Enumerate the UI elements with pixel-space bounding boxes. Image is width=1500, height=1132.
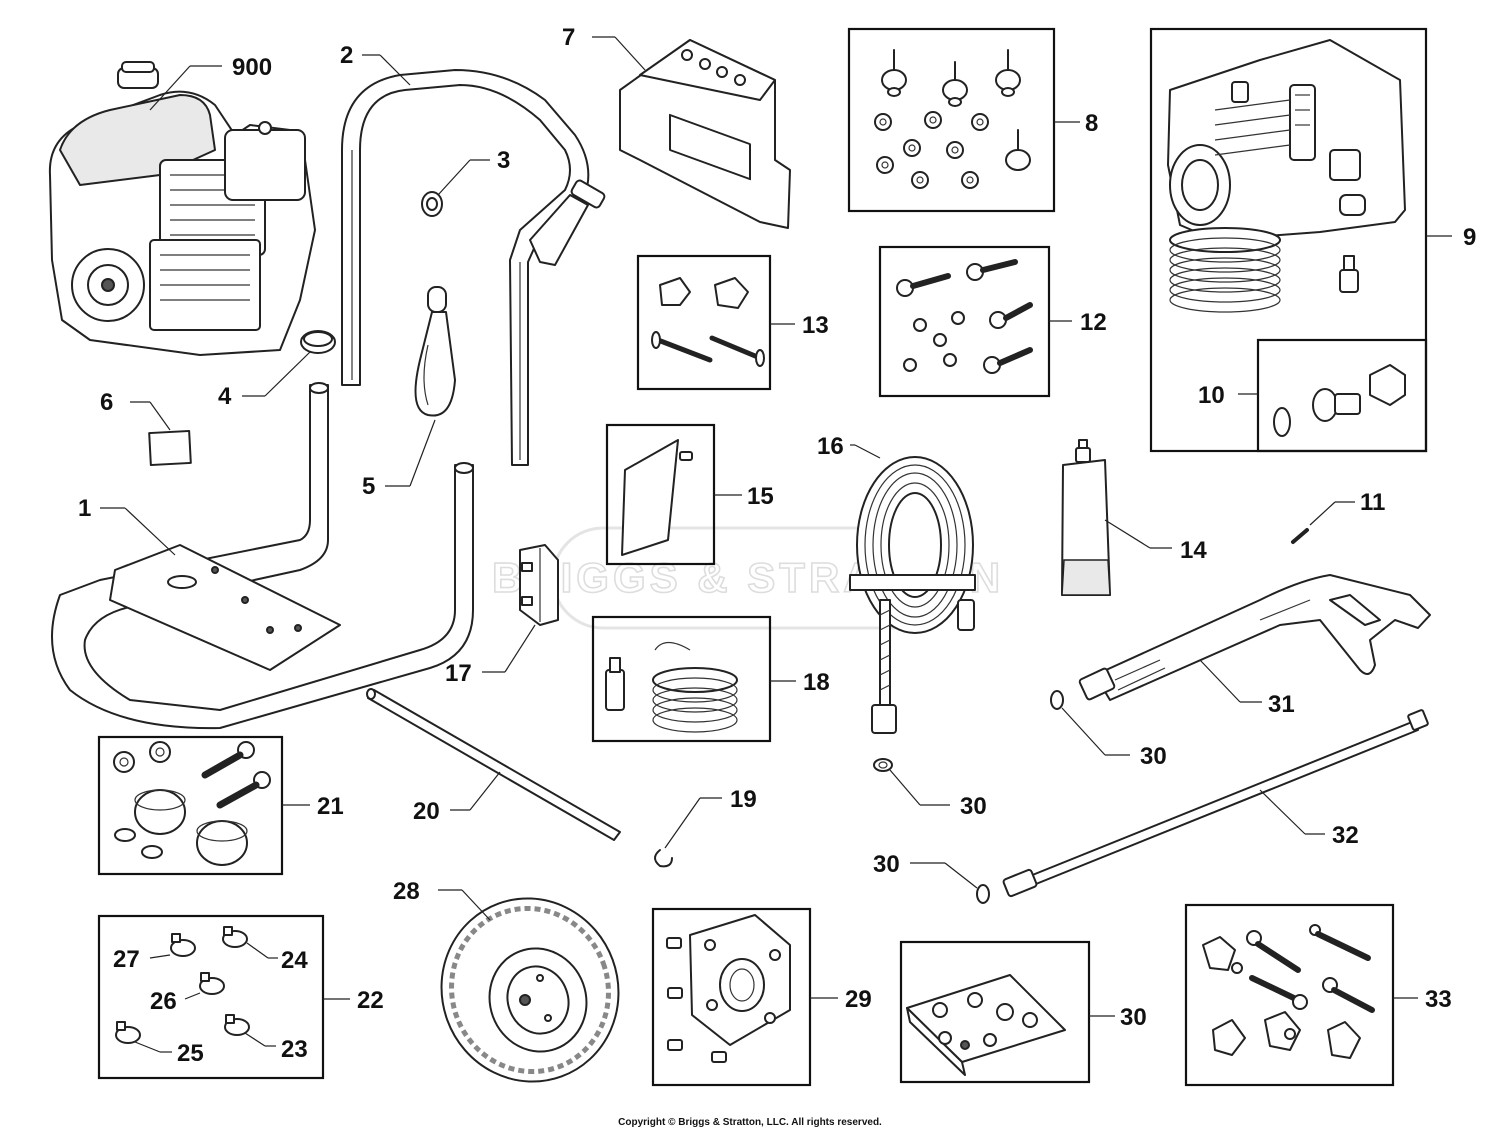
callout-14: 14: [1180, 537, 1207, 564]
knob-kit-13[interactable]: [651, 277, 765, 367]
callout-13: 13: [802, 312, 829, 339]
callout-17: 17: [445, 660, 472, 687]
callout-30-gun: 30: [1140, 743, 1167, 770]
bracket-17[interactable]: [519, 544, 559, 626]
callout-30-hose: 30: [960, 793, 987, 820]
callout-5: 5: [362, 473, 375, 500]
callout-7: 7: [562, 24, 575, 51]
kit-box-29: [651, 907, 812, 1087]
copyright-notice: Copyright © Briggs & Stratton, LLC. All …: [618, 1117, 882, 1128]
hose-kit-18[interactable]: [605, 641, 738, 733]
handle-2[interactable]: [341, 69, 606, 466]
callout-27: 27: [113, 946, 140, 973]
cover-kit-15[interactable]: [621, 439, 693, 556]
callout-9: 9: [1463, 224, 1476, 251]
callout-28: 28: [393, 878, 420, 905]
callout-22: 22: [357, 987, 384, 1014]
bolt-kit-12[interactable]: [896, 259, 1033, 374]
callout-15: 15: [747, 483, 774, 510]
callout-25: 25: [177, 1040, 204, 1067]
washer-30-hose[interactable]: [873, 758, 893, 772]
kit-box-10: [1256, 338, 1428, 453]
callout-29: 29: [845, 986, 872, 1013]
callout-8: 8: [1085, 110, 1098, 137]
spray-gun-31[interactable]: [1078, 574, 1431, 701]
kit-box-30: [899, 940, 1091, 1084]
callout-11: 11: [1360, 489, 1385, 516]
plug-4[interactable]: [300, 330, 336, 354]
engine-900[interactable]: [48, 61, 316, 356]
knob-kit-33[interactable]: [1202, 924, 1375, 1059]
callout-4: 4: [218, 383, 232, 410]
callout-23: 23: [281, 1036, 308, 1063]
tube-14[interactable]: [1061, 439, 1111, 596]
kit-box-13: [636, 254, 772, 391]
unloader-kit-10[interactable]: [1273, 364, 1406, 437]
strap-5[interactable]: [414, 286, 456, 417]
axle-20[interactable]: [366, 688, 621, 841]
callout-24: 24: [281, 947, 308, 974]
callout-32: 32: [1332, 822, 1359, 849]
mount-kit-8[interactable]: [874, 49, 1031, 189]
kit-box-33: [1184, 903, 1395, 1087]
panel-7[interactable]: [619, 39, 791, 229]
wheel-28[interactable]: [416, 873, 644, 1106]
pin-11[interactable]: [1291, 528, 1309, 544]
label-6[interactable]: [148, 429, 192, 467]
callout-21: 21: [317, 793, 344, 820]
kit-box-18: [591, 615, 772, 743]
frame-1[interactable]: [51, 382, 474, 730]
pump-9[interactable]: [1167, 39, 1406, 313]
kit-box-12: [878, 245, 1051, 398]
callout-12: 12: [1080, 309, 1107, 336]
callout-31: 31: [1268, 691, 1295, 718]
callout-10: 10: [1198, 382, 1225, 409]
screw-kit-22[interactable]: [115, 926, 250, 1044]
callout-16: 16: [817, 433, 844, 460]
plate-kit-29[interactable]: [666, 914, 791, 1063]
washer-30-wand[interactable]: [976, 884, 990, 904]
kit-box-8: [847, 27, 1056, 213]
callout-33: 33: [1425, 986, 1452, 1013]
wand-32[interactable]: [1002, 709, 1429, 898]
callout-20: 20: [413, 798, 440, 825]
hose-16[interactable]: [849, 456, 976, 734]
callout-6: 6: [100, 389, 113, 416]
callout-3: 3: [497, 147, 510, 174]
kit-box-22: [97, 914, 325, 1080]
washer-30-gun[interactable]: [1050, 690, 1064, 710]
callout-2: 2: [340, 42, 353, 69]
callout-26: 26: [150, 988, 177, 1015]
callout-1: 1: [78, 495, 91, 522]
callout-900: 900: [232, 54, 272, 81]
grommet-3[interactable]: [421, 191, 443, 217]
mount-kit-21[interactable]: [113, 741, 271, 866]
callout-19: 19: [730, 786, 757, 813]
callout-30-wand: 30: [873, 851, 900, 878]
callout-18: 18: [803, 669, 830, 696]
callout-30-kit: 30: [1120, 1004, 1147, 1031]
nozzle-kit-30[interactable]: [906, 974, 1066, 1076]
clip-19[interactable]: [654, 849, 673, 868]
